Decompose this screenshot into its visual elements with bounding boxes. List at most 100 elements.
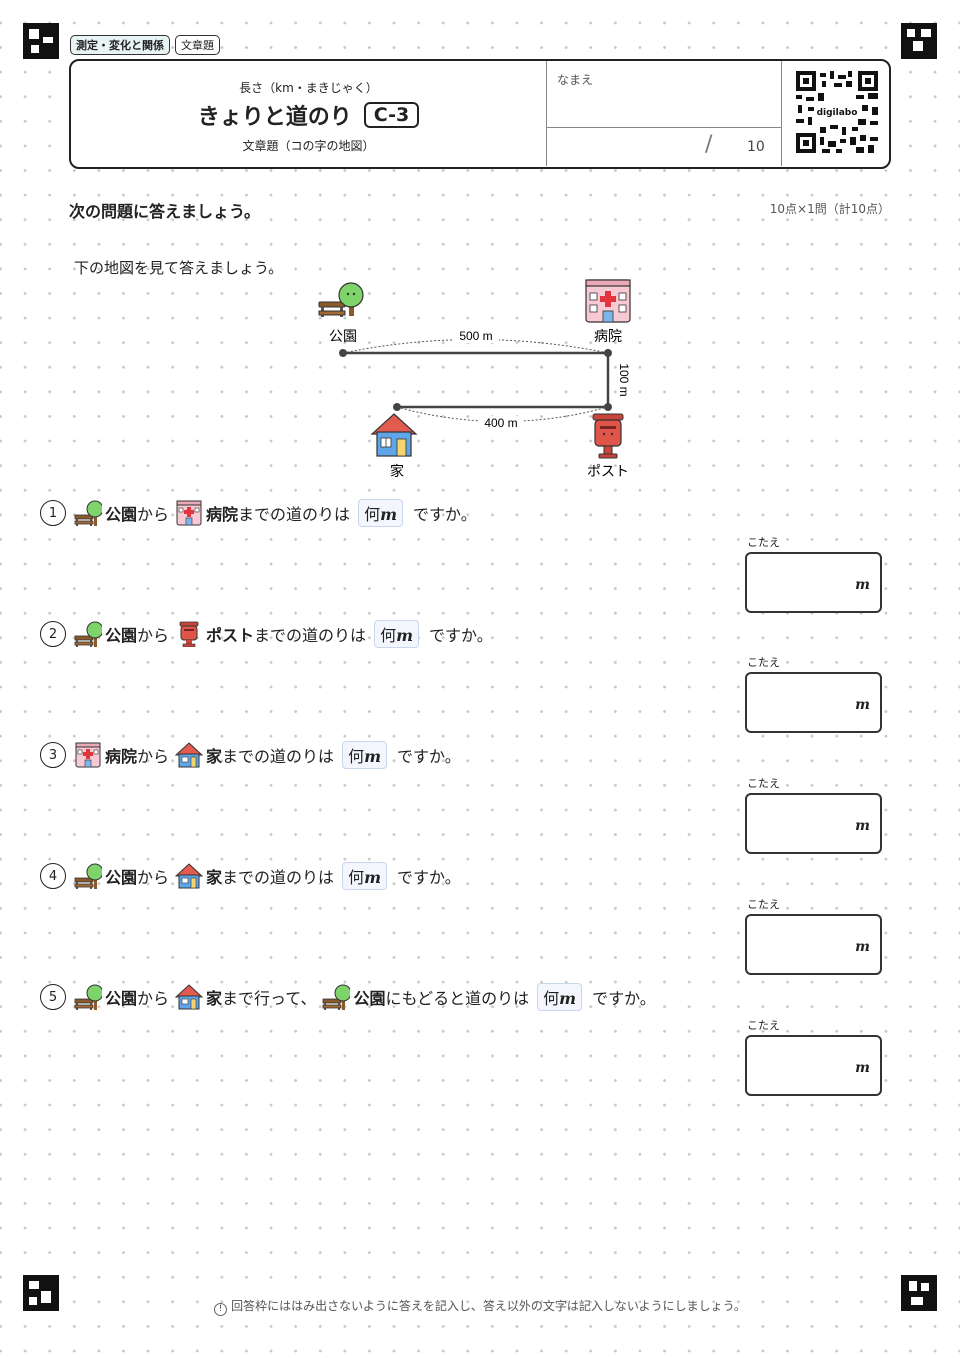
category-tags: 測定・変化と関係 文章題 xyxy=(70,35,220,55)
route-map: 500 m 400 m 100 m 公園 病院 家 xyxy=(318,279,631,480)
text-back-suffix: にもどると道のりは xyxy=(385,989,530,1008)
home-icon xyxy=(175,984,203,1010)
ask-unit-box: 何m xyxy=(358,499,404,527)
place-from: 公園 xyxy=(105,505,138,524)
points-info: 10点×1問（計10点） xyxy=(769,202,890,216)
text-kara: から xyxy=(137,989,170,1008)
question-number: 2 xyxy=(40,621,66,647)
place-back: 公園 xyxy=(353,989,386,1008)
qr-label: digilabo xyxy=(817,108,858,118)
post-icon xyxy=(592,413,624,459)
home-icon xyxy=(370,413,418,457)
ask-unit-box: 何m xyxy=(537,983,583,1011)
text-end: ですか。 xyxy=(592,989,656,1008)
corner-marker-bottom-right xyxy=(901,1275,937,1311)
text-kara: から xyxy=(137,868,170,887)
label-post: ポスト xyxy=(587,464,629,480)
page-title: きょりと道のり C-3 xyxy=(71,99,546,131)
hospital-icon xyxy=(75,742,101,768)
point-post xyxy=(604,403,612,411)
point-hospital xyxy=(604,349,612,357)
info-icon: ! xyxy=(214,1303,228,1316)
place-to: 病院 xyxy=(206,505,239,524)
question-number: 1 xyxy=(40,500,66,526)
answer-box-3[interactable]: m xyxy=(745,793,882,854)
answer-label-4: こたえ xyxy=(747,898,780,911)
park-icon xyxy=(74,984,102,1010)
place-from: 公園 xyxy=(105,626,138,645)
text-suffix: までの道のりは xyxy=(254,626,367,645)
answer-box-5[interactable]: m xyxy=(745,1035,882,1096)
text-end: ですか。 xyxy=(429,626,493,645)
point-park xyxy=(339,349,347,357)
text-end: ですか。 xyxy=(397,747,461,766)
park-icon xyxy=(318,282,364,317)
footer-note: !回答枠にははみ出さないように答えを記入し、答え以外の文字は記入しないようにしま… xyxy=(0,1297,960,1316)
worksheet-code: C-3 xyxy=(363,102,420,128)
ask-unit-box: 何m xyxy=(374,620,420,648)
label-park: 公園 xyxy=(329,329,357,345)
answer-unit: m xyxy=(855,577,870,593)
worksheet-header: 長さ（km・まきじゃく） きょりと道のり C-3 文章題（コの字の地図） なまえ… xyxy=(69,59,891,169)
text-suffix: までの道のりは xyxy=(238,505,351,524)
ask-unit-box: 何m xyxy=(342,862,388,890)
label-home: 家 xyxy=(390,463,404,480)
corner-marker-bottom-left xyxy=(23,1275,59,1311)
answer-unit: m xyxy=(855,1060,870,1076)
answer-box-2[interactable]: m xyxy=(745,672,882,733)
distance-label-top: 500 m xyxy=(459,329,492,343)
answer-label-5: こたえ xyxy=(747,1019,780,1032)
ask-unit-box: 何m xyxy=(342,741,388,769)
home-icon xyxy=(175,863,203,889)
instruction: 次の問題に答えましょう。 xyxy=(69,202,261,221)
title-caption: 文章題（コの字の地図） xyxy=(242,139,375,153)
qr-code-icon: digilabo xyxy=(796,71,878,153)
answer-label-2: こたえ xyxy=(747,656,780,669)
question-5: 5 公園 から 家 まで行って、 公園 にもどると道のりは 何m ですか。 xyxy=(40,983,656,1011)
answer-unit: m xyxy=(855,939,870,955)
answer-label-3: こたえ xyxy=(747,777,780,790)
label-hospital: 病院 xyxy=(594,329,622,345)
name-field[interactable]: なまえ xyxy=(546,61,781,128)
place-to: ポスト xyxy=(206,626,255,645)
route-line xyxy=(343,351,610,409)
question-number: 4 xyxy=(40,863,66,889)
text-suffix: までの道のりは xyxy=(222,868,335,887)
text-suffix: まで行って、 xyxy=(222,989,317,1008)
tag-type: 文章題 xyxy=(175,35,220,55)
distance-label-right: 100 m xyxy=(617,363,631,396)
point-home xyxy=(393,403,401,411)
text-kara: から xyxy=(137,626,170,645)
tag-category: 測定・変化と関係 xyxy=(70,35,170,55)
place-to: 家 xyxy=(206,989,223,1008)
park-icon xyxy=(74,500,102,526)
qr-area: digilabo xyxy=(781,61,888,166)
text-suffix: までの道のりは xyxy=(222,747,335,766)
hospital-icon xyxy=(176,500,202,526)
name-label: なまえ xyxy=(557,73,594,87)
answer-box-1[interactable]: m xyxy=(745,552,882,613)
subtitle: 長さ（km・まきじゃく） xyxy=(239,81,378,95)
distance-label-bottom: 400 m xyxy=(484,416,517,430)
question-4: 4 公園 から 家 までの道のりは 何m ですか。 xyxy=(40,862,461,890)
text-end: ですか。 xyxy=(413,505,477,524)
answer-box-4[interactable]: m xyxy=(745,914,882,975)
question-3: 3 病院 から 家 までの道のりは 何m ですか。 xyxy=(40,741,461,769)
footer-text: 回答枠にははみ出さないように答えを記入し、答え以外の文字は記入しないようにしまし… xyxy=(231,1299,746,1313)
place-from: 公園 xyxy=(105,868,138,887)
answer-label-1: こたえ xyxy=(747,536,780,549)
text-end: ですか。 xyxy=(397,868,461,887)
place-to: 家 xyxy=(206,747,223,766)
title-block: 長さ（km・まきじゃく） きょりと道のり C-3 文章題（コの字の地図） xyxy=(71,61,546,166)
park-icon xyxy=(322,984,351,1010)
title-text: きょりと道のり xyxy=(197,105,352,130)
post-icon xyxy=(179,621,199,647)
text-kara: から xyxy=(137,505,170,524)
corner-marker-top-left xyxy=(23,23,59,59)
home-icon xyxy=(175,742,203,768)
place-from: 公園 xyxy=(105,989,138,1008)
park-icon xyxy=(74,621,102,647)
place-to: 家 xyxy=(206,868,223,887)
corner-marker-top-right xyxy=(901,23,937,59)
score-field[interactable]: / 10 xyxy=(546,128,781,166)
